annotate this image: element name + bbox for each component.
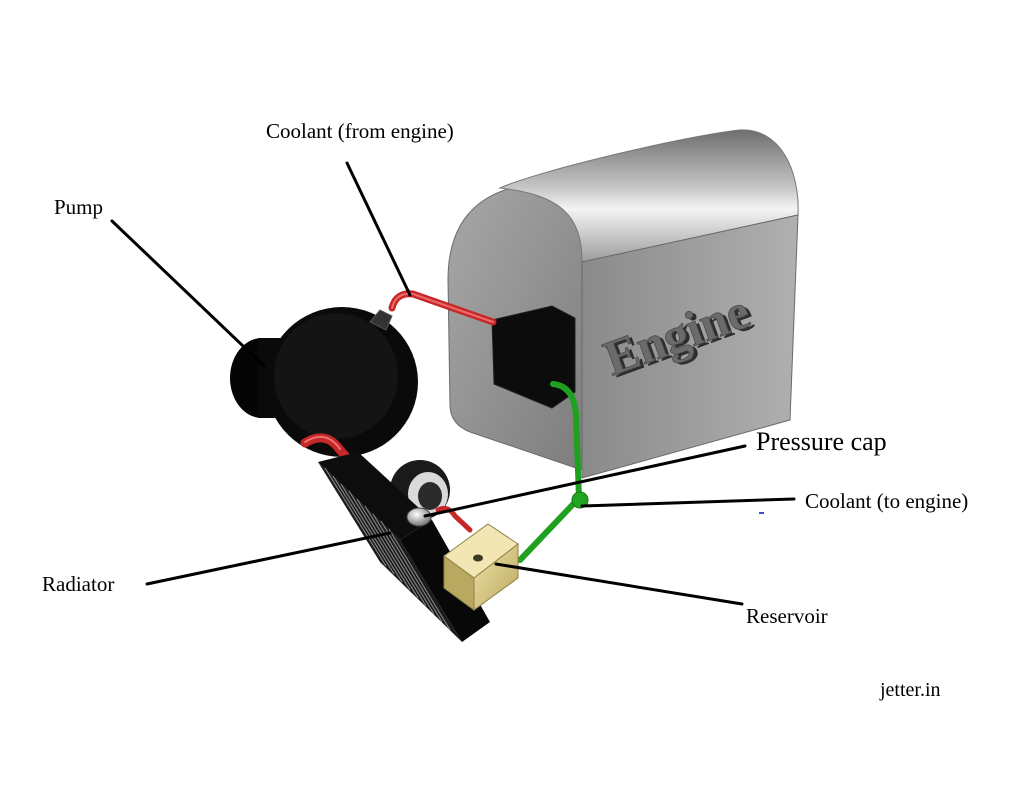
hose-junction — [571, 491, 589, 509]
label-radiator: Radiator — [42, 572, 115, 596]
leader-pressure-cap — [423, 444, 747, 518]
leader-radiator — [145, 531, 392, 586]
radiator-fins — [324, 467, 451, 631]
pump-outlet-fitting — [369, 309, 393, 331]
leader-pump — [110, 219, 266, 368]
label-coolant-to-engine: Coolant (to engine) — [805, 489, 969, 513]
leader-coolant-from-engine — [345, 161, 412, 297]
label-reservoir: Reservoir — [746, 604, 828, 628]
pump — [230, 307, 418, 457]
credit-text: jetter.in — [880, 679, 941, 701]
label-pressure-cap: Pressure cap — [756, 427, 887, 456]
engine-block: Engine Engine — [447, 129, 799, 479]
stray-mark — [759, 512, 764, 514]
label-pump: Pump — [54, 195, 104, 219]
cold-hose-to-engine — [517, 381, 589, 563]
label-coolant-from-engine: Coolant (from engine) — [266, 119, 454, 143]
reservoir-port — [473, 554, 483, 562]
pressure-cap — [406, 507, 432, 527]
leader-reservoir — [494, 562, 744, 606]
hot-hose-to-radiator — [300, 433, 363, 475]
leader-coolant-to-engine — [580, 497, 796, 508]
reservoir — [443, 523, 519, 611]
hot-hose-from-engine — [388, 290, 497, 326]
leader-lines — [110, 161, 796, 606]
